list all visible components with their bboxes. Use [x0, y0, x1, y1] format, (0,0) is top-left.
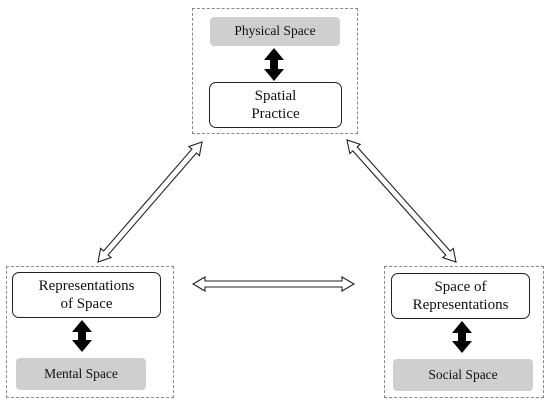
left-diagonal-double-arrow — [97, 141, 203, 263]
representations-of-space-box: Representations of Space — [12, 272, 161, 318]
social-space-box: Social Space — [393, 359, 533, 391]
space-of-representations-box: Space of Representations — [391, 273, 530, 319]
physical-space-box: Physical Space — [210, 17, 340, 46]
mental-space-box: Mental Space — [16, 358, 146, 390]
spatial-practice-box: Spatial Practice — [209, 82, 342, 128]
horizontal-double-arrow — [191, 276, 356, 292]
right-diagonal-double-arrow — [346, 139, 457, 263]
